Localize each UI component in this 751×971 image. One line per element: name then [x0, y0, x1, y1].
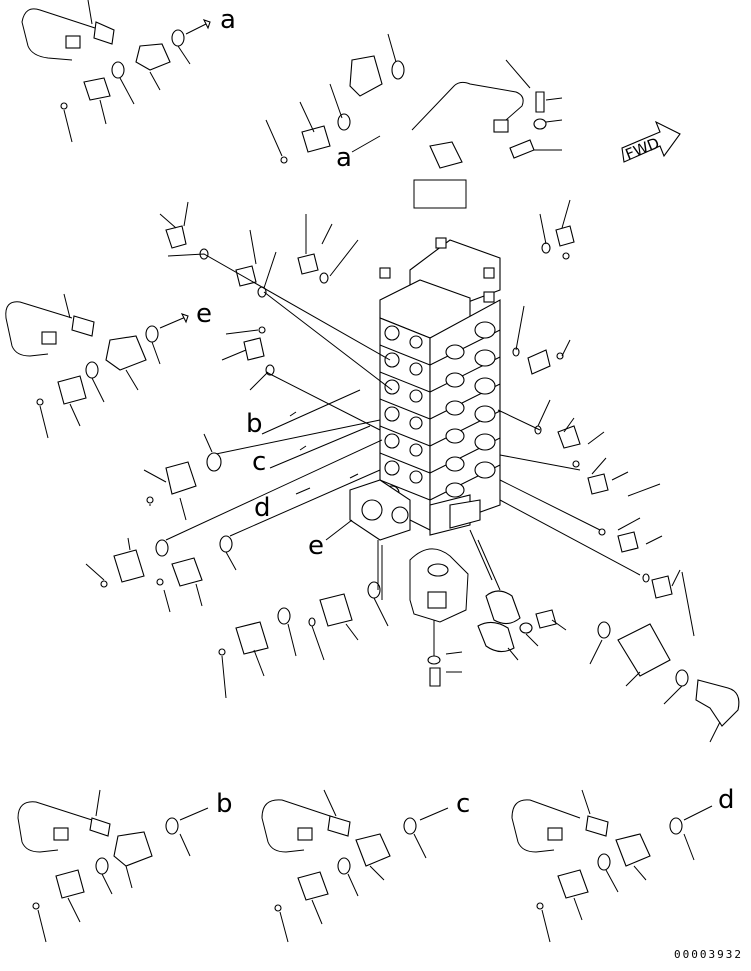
inset-c: c [261, 789, 470, 943]
fitting-cluster-bottom-centre [218, 540, 389, 699]
control-valve-assembly [349, 237, 501, 541]
callout-a-top: a [220, 5, 236, 35]
fitting-cluster-upper-left [159, 199, 575, 391]
drawing-number: 00003932 [674, 948, 743, 961]
inset-b: b [17, 789, 233, 943]
callout-c-valve: c [252, 447, 266, 477]
fwd-direction-arrow: FWD [621, 120, 681, 164]
callout-d-valve: d [254, 493, 271, 523]
callout-d-inset: d [718, 785, 735, 815]
callout-b-inset: b [216, 789, 233, 819]
callout-a-valve: a [336, 143, 352, 173]
sensor-cluster-e [5, 293, 189, 439]
fitting-cluster-lower-left [85, 439, 383, 613]
sensor-cluster-top-centre [265, 33, 563, 209]
sensor-cluster-a [21, 0, 211, 143]
fitting-cluster-left-middle [143, 326, 381, 521]
fwd-label: FWD [623, 134, 662, 164]
callout-b-valve: b [246, 409, 263, 439]
callout-e-valve: e [308, 531, 324, 561]
callout-e-left: e [196, 299, 212, 329]
callout-c-inset: c [456, 789, 470, 819]
inset-d: d [511, 785, 735, 943]
fitting-cluster-right [497, 305, 740, 743]
mount-hardware [409, 529, 567, 687]
